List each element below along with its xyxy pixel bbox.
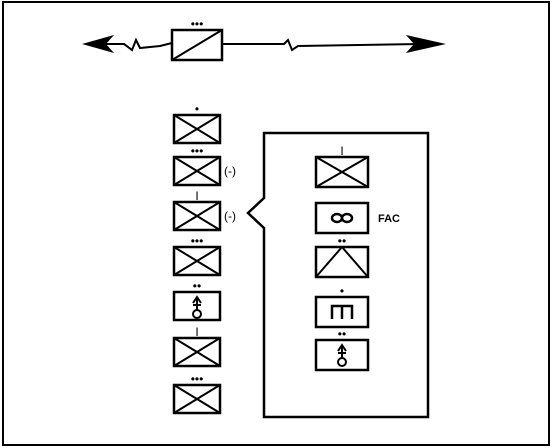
arrowhead-right-icon xyxy=(406,35,446,53)
infantry-cross-line xyxy=(173,337,221,367)
boundary-line xyxy=(98,37,421,52)
echelon-marker: ••• xyxy=(191,372,204,386)
attached-unit-symbol: FAC xyxy=(314,201,400,235)
callout-box xyxy=(246,131,430,419)
left-unit-symbol: • xyxy=(172,102,222,145)
infantry-cross-line xyxy=(173,114,221,144)
boundary-echelon: ••• xyxy=(191,17,204,31)
left-unit-symbol: I xyxy=(172,325,222,368)
echelon-marker: I xyxy=(195,325,198,339)
unit-frame xyxy=(314,245,370,279)
infantry-cross-line xyxy=(173,384,221,414)
echelon-marker: ••• xyxy=(191,144,204,158)
arrowhead-left-icon xyxy=(82,35,114,53)
infinity-icon xyxy=(340,212,354,224)
attached-unit-symbol: I xyxy=(314,144,370,189)
left-unit-symbol: ••• xyxy=(172,372,222,415)
boundary-line-left xyxy=(98,37,173,52)
echelon-marker: • xyxy=(195,102,199,116)
unit-column: ••••(-)I(-)•••••I••• xyxy=(172,102,236,415)
echelon-marker: I xyxy=(195,189,198,203)
left-unit-symbol: ••• (-) xyxy=(172,144,236,187)
echelon-marker: •• xyxy=(338,234,346,248)
strength-qualifier: (-) xyxy=(224,164,236,178)
infantry-cross-line xyxy=(315,156,369,188)
armor-slash xyxy=(171,29,223,61)
unit-label: FAC xyxy=(378,213,400,225)
triangle-icon xyxy=(315,245,369,278)
echelon-marker: • xyxy=(340,284,344,298)
strength-qualifier: (-) xyxy=(224,209,236,223)
rocket-launcher-icon xyxy=(192,295,202,319)
infantry-cross-line xyxy=(173,246,221,276)
engineer-icon xyxy=(330,304,354,319)
left-unit-symbol: ••• xyxy=(172,234,222,277)
boundary-unit-symbol: ••• xyxy=(170,17,224,62)
boundary-line-right xyxy=(222,38,421,52)
left-unit-symbol: •• xyxy=(172,279,222,322)
left-unit-symbol: I (-) xyxy=(172,189,236,232)
echelon-marker: •• xyxy=(193,279,201,293)
attached-unit-symbol: •• xyxy=(314,234,370,279)
echelon-marker: I xyxy=(340,144,343,158)
attached-unit-symbol: • xyxy=(314,284,370,329)
infantry-cross-line xyxy=(173,156,221,186)
attached-unit-symbol: •• xyxy=(314,327,370,372)
infantry-cross-line xyxy=(173,201,221,231)
echelon-marker: ••• xyxy=(191,234,204,248)
rocket-launcher-icon xyxy=(337,343,347,367)
echelon-marker: •• xyxy=(338,327,346,341)
